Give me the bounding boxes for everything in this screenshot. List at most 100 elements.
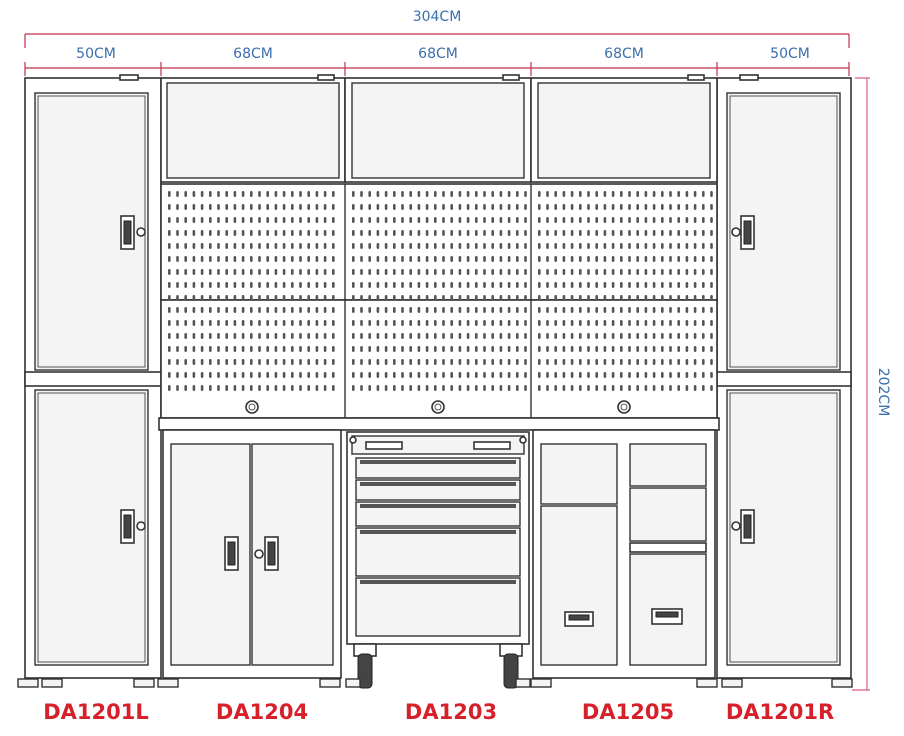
peg-hole bbox=[620, 320, 623, 326]
peg-hole bbox=[299, 204, 302, 210]
peg-hole bbox=[184, 385, 187, 391]
peg-hole bbox=[250, 243, 253, 249]
peg-hole bbox=[209, 346, 212, 352]
peg-hole bbox=[282, 230, 286, 236]
peg-hole bbox=[620, 243, 623, 249]
peg-hole bbox=[669, 320, 672, 326]
peg-hole bbox=[332, 333, 335, 339]
peg-hole bbox=[384, 333, 388, 339]
peg-hole bbox=[554, 320, 557, 326]
peg-hole bbox=[466, 217, 470, 223]
peg-hole bbox=[652, 307, 656, 313]
peg-hole bbox=[475, 230, 478, 236]
peg-hole bbox=[620, 217, 623, 223]
peg-hole bbox=[332, 243, 335, 249]
peg-hole bbox=[587, 307, 590, 313]
peg-hole bbox=[176, 359, 179, 365]
peg-hole bbox=[241, 230, 245, 236]
peg-hole bbox=[507, 295, 511, 301]
foot-icon bbox=[831, 678, 853, 688]
peg-hole bbox=[458, 204, 462, 210]
peg-hole bbox=[636, 230, 639, 236]
peg-hole bbox=[620, 333, 623, 339]
peg-hole bbox=[217, 295, 220, 301]
peg-hole bbox=[393, 346, 396, 352]
peg-hole bbox=[702, 204, 705, 210]
peg-hole bbox=[368, 256, 371, 262]
peg-hole bbox=[209, 333, 212, 339]
peg-hole bbox=[628, 320, 631, 326]
peg-hole bbox=[516, 320, 519, 326]
peg-hole bbox=[628, 243, 631, 249]
peg-hole bbox=[538, 282, 541, 288]
peg-hole bbox=[483, 256, 486, 262]
right-door bbox=[251, 443, 334, 666]
peg-hole bbox=[669, 333, 672, 339]
peg-hole bbox=[266, 320, 269, 326]
handle-grip-icon bbox=[123, 220, 132, 245]
peg-hole bbox=[620, 256, 623, 262]
peg-hole bbox=[184, 269, 187, 275]
peg-hole bbox=[417, 256, 421, 262]
peg-hole bbox=[368, 295, 371, 301]
peg-hole bbox=[442, 191, 445, 197]
peg-hole bbox=[579, 204, 582, 210]
peg-hole bbox=[315, 256, 319, 262]
peg-hole bbox=[685, 385, 689, 391]
peg-hole bbox=[570, 217, 574, 223]
peg-hole bbox=[677, 217, 680, 223]
peg-hole bbox=[516, 256, 519, 262]
peg-hole bbox=[611, 333, 615, 339]
peg-hole bbox=[702, 307, 705, 313]
peg-hole bbox=[644, 191, 648, 197]
peg-hole bbox=[652, 204, 656, 210]
peg-hole bbox=[538, 372, 541, 378]
peg-hole bbox=[538, 230, 541, 236]
peg-hole bbox=[417, 217, 421, 223]
peg-hole bbox=[693, 230, 697, 236]
peg-hole bbox=[384, 243, 388, 249]
peg-hole bbox=[200, 269, 204, 275]
peg-hole bbox=[266, 346, 269, 352]
peg-hole bbox=[570, 191, 574, 197]
peg-hole bbox=[417, 204, 421, 210]
peg-hole bbox=[620, 385, 623, 391]
peg-hole bbox=[516, 230, 519, 236]
peg-hole bbox=[376, 307, 380, 313]
peg-hole bbox=[702, 320, 705, 326]
peg-hole bbox=[546, 333, 549, 339]
peg-hole bbox=[685, 269, 689, 275]
peg-hole bbox=[669, 295, 672, 301]
peg-hole bbox=[315, 269, 319, 275]
foot-icon bbox=[319, 678, 341, 688]
peg-hole bbox=[499, 217, 503, 223]
peg-hole bbox=[507, 269, 511, 275]
peg-hole bbox=[546, 282, 549, 288]
peg-hole bbox=[693, 217, 697, 223]
caster-wheel-icon bbox=[357, 653, 373, 689]
peg-hole bbox=[409, 191, 412, 197]
peg-hole bbox=[209, 385, 212, 391]
peg-hole bbox=[579, 320, 582, 326]
peg-hole bbox=[217, 282, 220, 288]
peg-hole bbox=[442, 333, 445, 339]
lock-icon bbox=[731, 227, 741, 237]
peg-hole bbox=[332, 282, 335, 288]
peg-hole bbox=[661, 295, 664, 301]
peg-hole bbox=[507, 359, 511, 365]
peg-hole bbox=[442, 230, 445, 236]
peg-hole bbox=[266, 191, 269, 197]
peg-hole bbox=[677, 372, 680, 378]
peg-hole bbox=[192, 243, 196, 249]
peg-hole bbox=[409, 372, 412, 378]
peg-hole bbox=[562, 359, 566, 365]
peg-hole bbox=[192, 256, 196, 262]
peg-hole bbox=[323, 320, 327, 326]
peg-hole bbox=[516, 307, 519, 313]
peg-hole bbox=[595, 385, 598, 391]
peg-hole bbox=[168, 385, 171, 391]
peg-hole bbox=[192, 359, 196, 365]
peg-hole bbox=[368, 359, 371, 365]
peg-hole bbox=[546, 372, 549, 378]
peg-hole bbox=[360, 372, 363, 378]
